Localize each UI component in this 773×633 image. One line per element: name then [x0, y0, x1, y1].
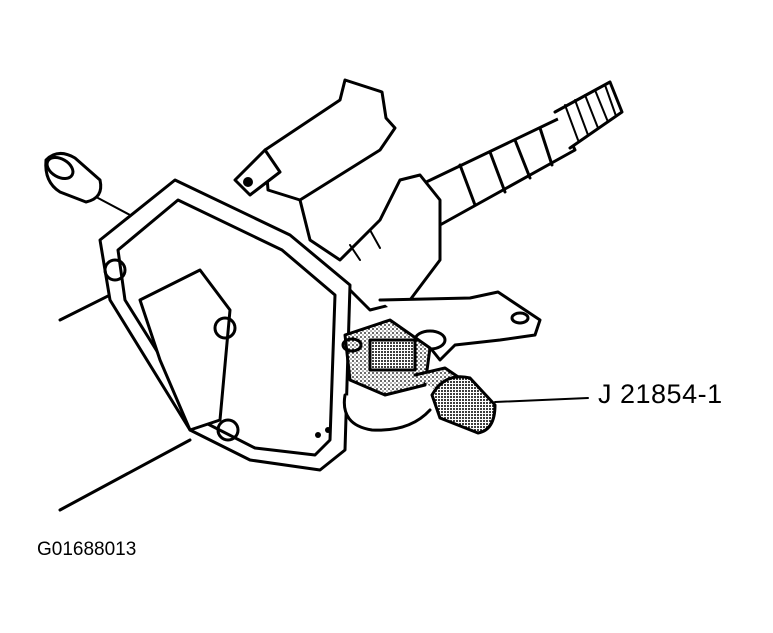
steering-shaft [418, 80, 624, 227]
lower-cup [342, 393, 432, 432]
callout-leader-line [494, 397, 589, 403]
upper-housing [233, 78, 442, 312]
tool-assembly [341, 318, 497, 435]
cap-plug [44, 152, 131, 216]
bolt-hole-right [213, 316, 237, 340]
tool-callout-label: J 21854-1 [598, 379, 723, 409]
bracket [378, 290, 542, 362]
bolt-hole-lower-left [216, 418, 240, 442]
bolt-hole-upper-left [103, 258, 127, 282]
tool-handle [430, 375, 497, 435]
figure-id-label: G01688013 [37, 539, 137, 560]
mounting-flange [98, 178, 352, 472]
